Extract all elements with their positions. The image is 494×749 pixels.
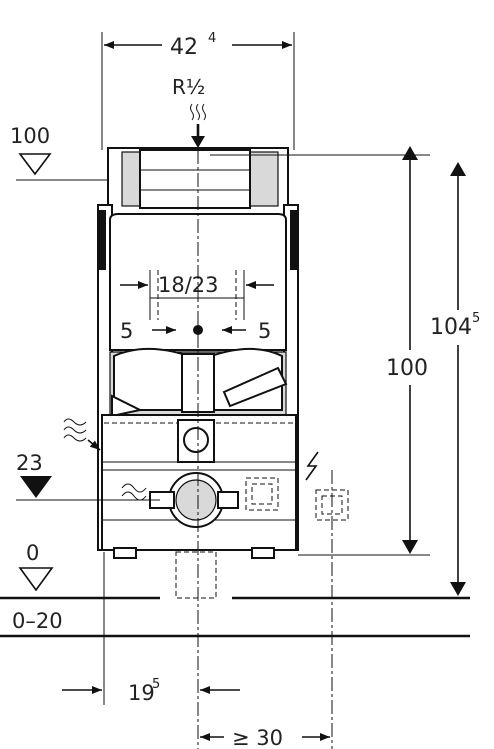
spacing-18-23-label: 18/23 [158,273,219,297]
height-104-superscript: 5 [472,311,480,326]
min-30-label: ≥ 30 [232,726,283,749]
width-top-superscript: 4 [208,31,216,46]
electrical-connection [305,451,349,749]
water-supply-connection: R½ [172,75,206,148]
offset-19-label: 19 [128,681,155,705]
level-triangle-floor-icon [18,567,54,592]
dimension-18-23: 18/23 [120,270,274,320]
level-0-label: 0 [26,541,39,565]
dimension-height-100: 100 [210,146,430,556]
water-wave-icon [190,103,194,121]
height-104-label: 104 [430,315,472,340]
dimension-min-30: ≥ 30 [200,726,330,749]
level-100-label: 100 [10,124,50,148]
level-23-label: 23 [16,451,43,475]
dimension-offset-19: 19 5 [62,552,240,705]
water-wave-icon-left [63,418,87,426]
thread-label: R½ [172,75,205,99]
height-100-label: 100 [386,356,428,381]
level-marker-0: 0 0–20 [0,541,470,638]
level-marker-23: 23 [16,418,160,501]
level-marker-100: 100 [10,124,108,181]
width-top-label: 42 [170,35,198,60]
offset-left-label: 5 [120,319,133,343]
level-triangle-open-icon [18,153,52,176]
lightning-icon [305,451,319,481]
dimension-height-104: 104 5 [430,162,480,596]
level-triangle-filled-icon [20,476,52,498]
offset-19-superscript: 5 [152,677,160,692]
dimension-offsets-5: 5 5 [120,150,271,749]
range-0-20-label: 0–20 [12,609,63,633]
dimension-width-top: 42 4 [101,31,295,150]
offset-right-label: 5 [258,319,271,343]
